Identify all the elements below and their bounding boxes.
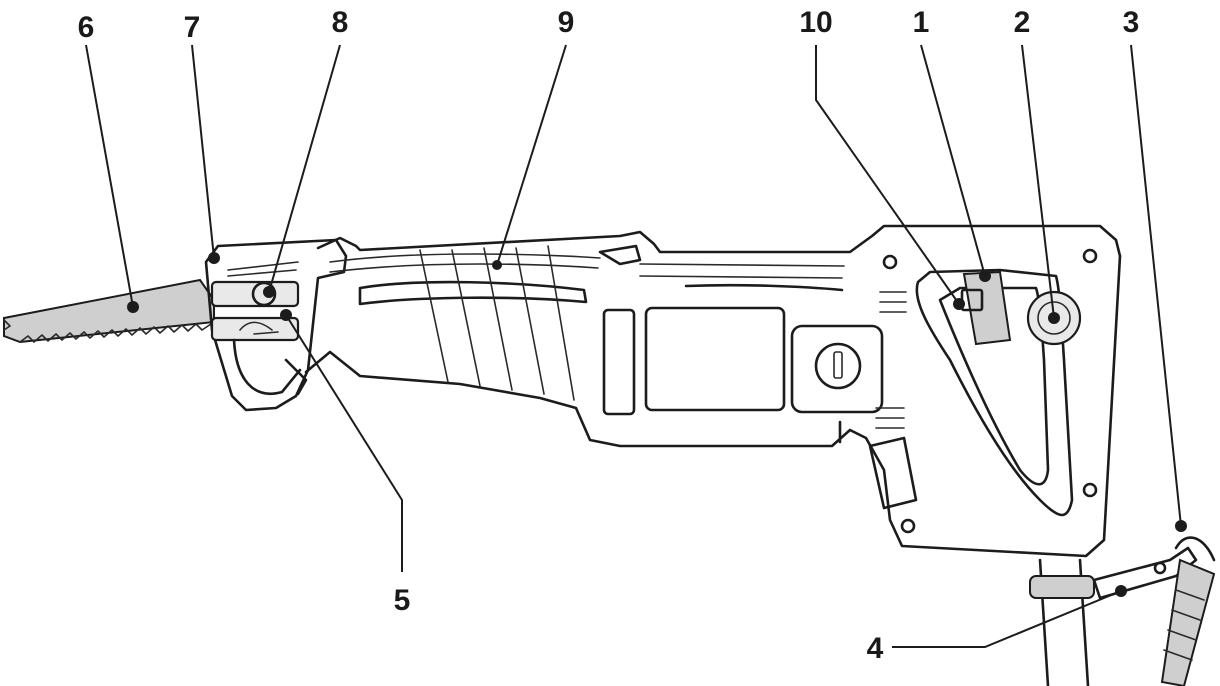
leader-dots	[127, 252, 1187, 597]
leader-2	[1021, 44, 1055, 319]
callout-label-1: 1	[913, 6, 930, 39]
leader-7	[191, 44, 215, 259]
leader-1	[920, 44, 986, 277]
callout-numbers: 1 2 3 4 5 6 7 8 9 10	[78, 6, 1140, 665]
callout-label-7: 7	[184, 11, 201, 44]
callout-dot-4	[1115, 585, 1127, 597]
callout-dot-9	[492, 260, 502, 270]
leader-10	[815, 45, 960, 305]
callout-label-4: 4	[867, 632, 884, 665]
power-cord	[1029, 536, 1216, 686]
leader-4	[892, 590, 1122, 648]
leader-9	[496, 44, 567, 266]
callout-dot-10	[953, 298, 965, 310]
callout-label-2: 2	[1014, 6, 1031, 39]
callout-label-5: 5	[394, 584, 411, 617]
leader-lines	[85, 44, 1182, 648]
saw-body	[304, 224, 1122, 558]
callout-label-3: 3	[1123, 6, 1140, 39]
callout-label-10: 10	[799, 6, 832, 39]
saw-blade	[3, 278, 215, 344]
blade-clamp-and-shoe	[204, 238, 348, 412]
callout-dot-2	[1048, 312, 1060, 324]
leader-5	[285, 314, 403, 572]
callout-label-9: 9	[558, 6, 575, 39]
callout-dot-7	[208, 252, 220, 264]
leader-8	[268, 44, 341, 293]
callout-dot-3	[1175, 520, 1187, 532]
callout-dot-1	[979, 270, 991, 282]
callout-dot-5	[280, 309, 292, 321]
callout-dot-6	[127, 301, 139, 313]
callout-label-8: 8	[332, 6, 349, 39]
callout-dot-8	[263, 286, 275, 298]
leader-6	[85, 44, 134, 308]
leader-3	[1130, 44, 1182, 527]
callout-label-6: 6	[78, 11, 95, 44]
